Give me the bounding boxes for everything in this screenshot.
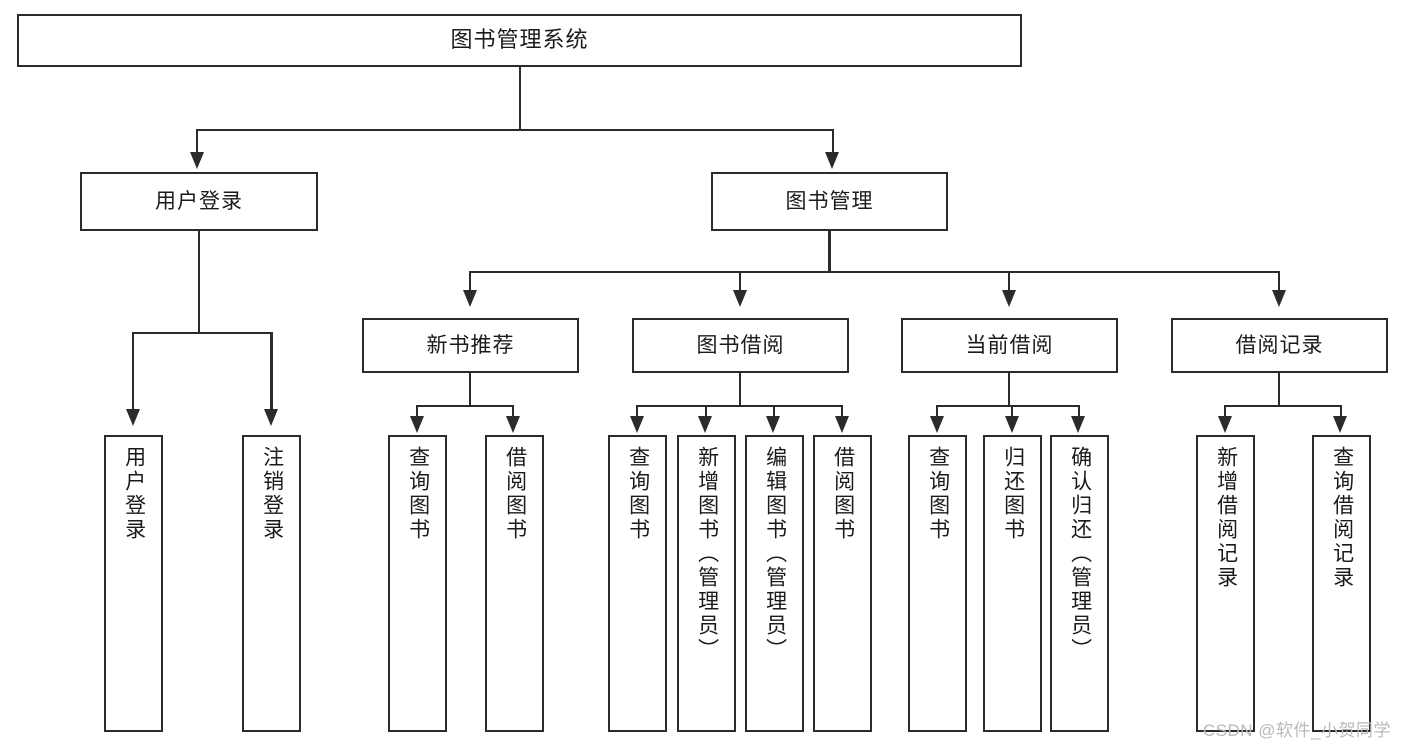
- node-leaf-return-book-label: 归还图书: [1001, 446, 1025, 542]
- connector-borrow-record-bus: [1224, 404, 1341, 407]
- node-leaf-user-logout-label: 注销登录: [260, 446, 284, 542]
- connector-book-manage-stem: [828, 231, 831, 272]
- node-book-borrow[interactable]: 图书借阅: [632, 318, 849, 373]
- arrow-book-manage-to-borrow-record: [1271, 290, 1286, 307]
- node-leaf-borrow-book-recommend-label: 借阅图书: [503, 446, 527, 542]
- connector-root-bus: [196, 128, 834, 131]
- csdn-watermark: CSDN @软件_小贺同学: [1202, 721, 1391, 740]
- node-leaf-add-book-admin-label: 新增图书（管理员）: [695, 446, 719, 662]
- connector-current-borrow-to-leaf-2: [1011, 404, 1014, 419]
- node-book-manage[interactable]: 图书管理: [711, 172, 948, 231]
- arrow-current-borrow-to-leaf-3: [1071, 416, 1086, 433]
- connector-book-manage-to-new-book: [469, 270, 472, 293]
- connector-book-borrow-to-leaf-2: [704, 404, 707, 419]
- connector-book-manage-bus: [469, 270, 1280, 273]
- node-leaf-query-borrow-record[interactable]: 查询借阅记录: [1312, 435, 1371, 732]
- connector-user-login-stem: [197, 231, 201, 333]
- arrow-borrow-record-to-leaf-2: [1333, 416, 1348, 433]
- node-leaf-borrow-book[interactable]: 借阅图书: [813, 435, 872, 732]
- node-current-borrow[interactable]: 当前借阅: [901, 318, 1118, 373]
- connector-book-borrow-to-leaf-3: [772, 404, 775, 419]
- node-leaf-return-book[interactable]: 归还图书: [983, 435, 1042, 732]
- node-new-book-recommend[interactable]: 新书推荐: [362, 318, 579, 373]
- arrow-new-book-to-leaf-2: [505, 416, 520, 433]
- connector-user-login-bus: [132, 331, 272, 334]
- node-leaf-query-book-recommend-label: 查询图书: [406, 446, 430, 542]
- connector-book-borrow-to-leaf-4: [841, 404, 844, 419]
- connector-book-manage-to-book-borrow: [739, 270, 742, 293]
- connector-book-manage-to-current-borrow: [1008, 270, 1011, 293]
- node-leaf-confirm-return-admin-label: 确认归还（管理员）: [1068, 446, 1092, 662]
- node-leaf-borrow-book-label: 借阅图书: [831, 446, 855, 542]
- node-leaf-query-book-recommend[interactable]: 查询图书: [388, 435, 447, 732]
- node-user-login[interactable]: 用户登录: [80, 172, 318, 231]
- node-leaf-add-borrow-record[interactable]: 新增借阅记录: [1196, 435, 1255, 732]
- arrow-book-borrow-to-leaf-1: [629, 416, 644, 433]
- node-leaf-user-login-label: 用户登录: [122, 446, 146, 542]
- connector-current-borrow-bus: [936, 404, 1078, 407]
- connector-new-book-to-leaf-1: [416, 404, 419, 419]
- connector-current-borrow-to-leaf-1: [936, 404, 939, 419]
- connector-user-login-to-leaf-1: [132, 331, 135, 412]
- connector-borrow-record-stem: [1278, 373, 1281, 406]
- arrow-book-manage-to-new-book: [462, 290, 477, 307]
- connector-book-borrow-stem: [739, 373, 742, 406]
- arrow-book-borrow-to-leaf-2: [698, 416, 713, 433]
- connector-book-borrow-to-leaf-1: [636, 404, 639, 419]
- node-leaf-query-book-current-label: 查询图书: [926, 446, 950, 542]
- connector-book-borrow-bus: [636, 404, 843, 407]
- arrow-user-login-to-leaf-1: [125, 409, 140, 426]
- arrow-user-login-to-leaf-2: [264, 409, 278, 426]
- connector-root-to-book-manage: [831, 128, 834, 155]
- node-leaf-add-book-admin[interactable]: 新增图书（管理员）: [677, 435, 736, 732]
- connector-new-book-stem: [469, 373, 472, 406]
- arrow-root-to-book-manage: [825, 152, 840, 169]
- node-leaf-borrow-book-recommend[interactable]: 借阅图书: [485, 435, 544, 732]
- connector-new-book-to-leaf-2: [512, 404, 515, 419]
- connector-root-stem: [518, 67, 522, 130]
- arrow-book-manage-to-book-borrow: [732, 290, 747, 307]
- arrow-book-manage-to-current-borrow: [1001, 290, 1016, 307]
- arrow-borrow-record-to-leaf-1: [1217, 416, 1232, 433]
- node-leaf-user-logout[interactable]: 注销登录: [242, 435, 301, 732]
- node-leaf-query-book-current[interactable]: 查询图书: [908, 435, 967, 732]
- node-leaf-edit-book-admin[interactable]: 编辑图书（管理员）: [745, 435, 804, 732]
- arrow-current-borrow-to-leaf-1: [929, 416, 944, 433]
- arrow-new-book-to-leaf-1: [409, 416, 424, 433]
- connector-borrow-record-to-leaf-1: [1224, 404, 1227, 419]
- connector-root-to-user-login: [196, 128, 199, 155]
- node-borrow-record[interactable]: 借阅记录: [1171, 318, 1388, 373]
- node-root-system[interactable]: 图书管理系统: [17, 14, 1022, 67]
- arrow-root-to-user-login: [189, 152, 204, 169]
- node-leaf-confirm-return-admin[interactable]: 确认归还（管理员）: [1050, 435, 1109, 732]
- node-leaf-query-book-borrow-label: 查询图书: [626, 446, 650, 542]
- node-leaf-query-borrow-record-label: 查询借阅记录: [1330, 446, 1354, 590]
- connector-current-borrow-stem: [1008, 373, 1011, 406]
- connector-book-manage-to-borrow-record: [1278, 270, 1281, 293]
- connector-current-borrow-to-leaf-3: [1077, 404, 1080, 419]
- node-leaf-edit-book-admin-label: 编辑图书（管理员）: [763, 446, 787, 662]
- arrow-book-borrow-to-leaf-3: [766, 416, 781, 433]
- arrow-book-borrow-to-leaf-4: [834, 416, 849, 433]
- node-leaf-user-login[interactable]: 用户登录: [104, 435, 163, 732]
- connector-new-book-bus: [416, 404, 514, 407]
- arrow-current-borrow-to-leaf-2: [1004, 416, 1019, 433]
- node-leaf-add-borrow-record-label: 新增借阅记录: [1214, 446, 1238, 590]
- node-leaf-query-book-borrow[interactable]: 查询图书: [608, 435, 667, 732]
- connector-user-login-to-leaf-2: [270, 331, 273, 412]
- connector-borrow-record-to-leaf-2: [1339, 404, 1342, 419]
